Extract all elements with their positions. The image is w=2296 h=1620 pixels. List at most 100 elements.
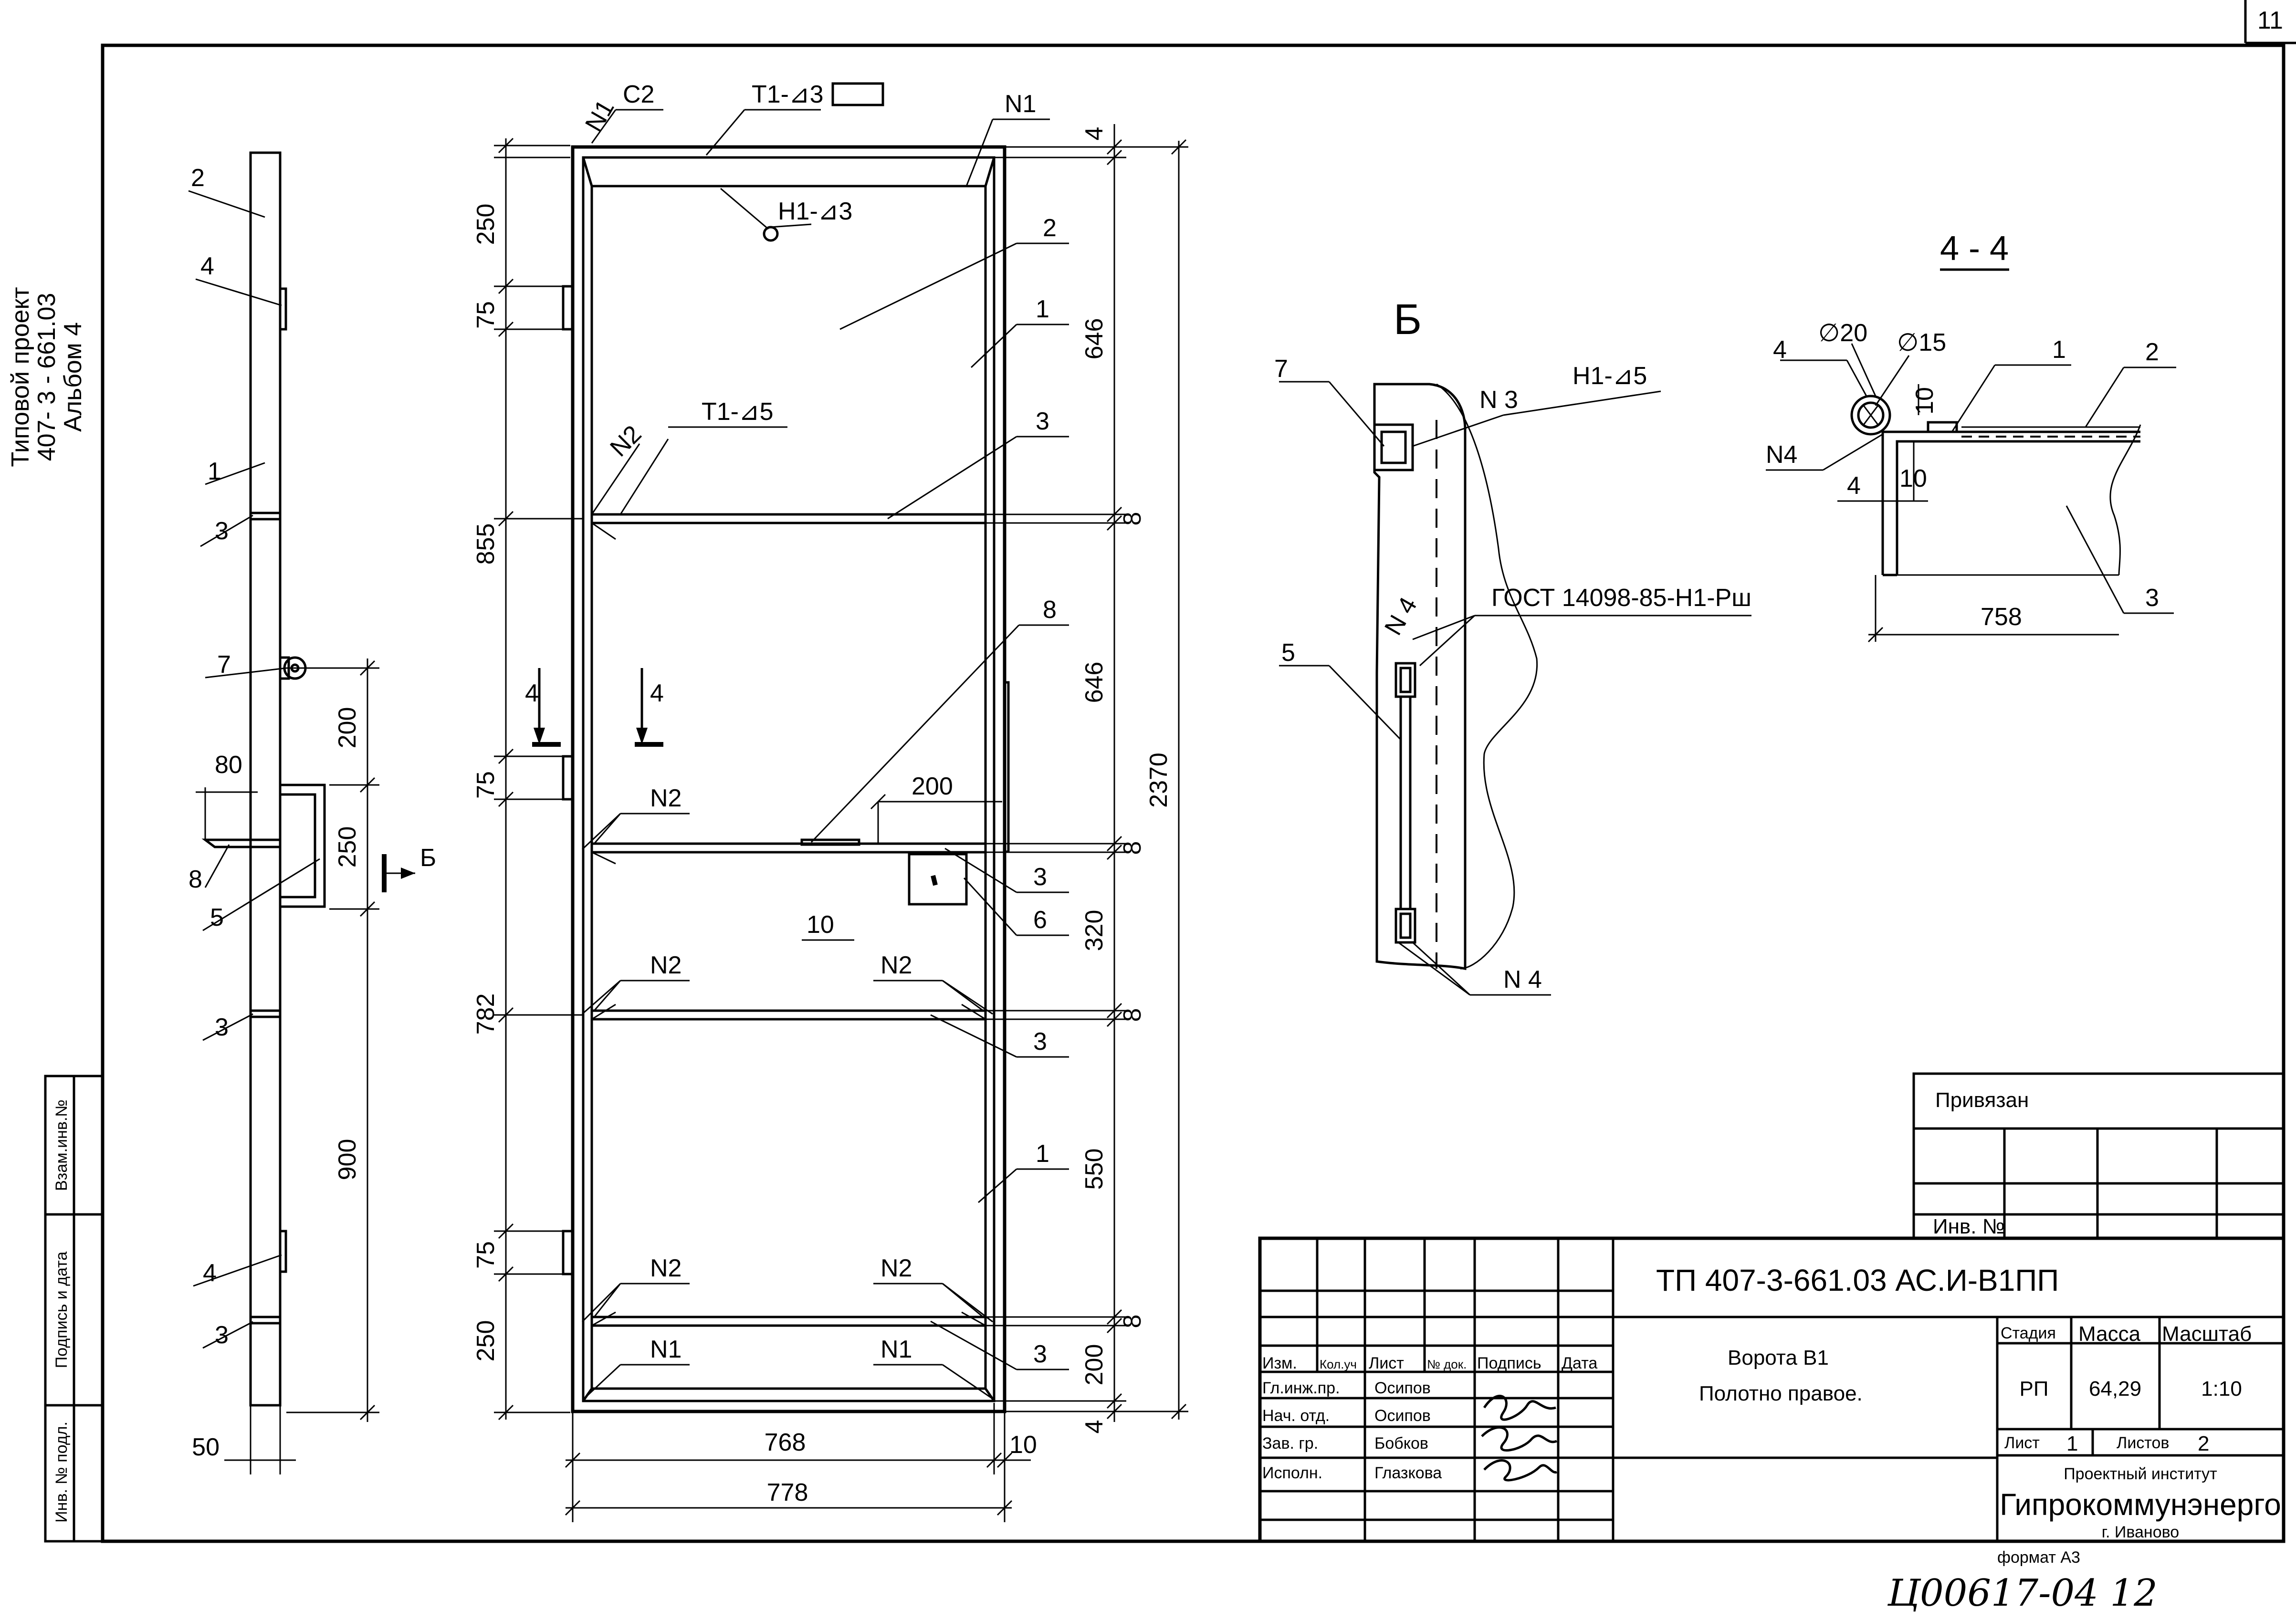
front-label-c2: С2 (623, 81, 654, 108)
side-label-50: 50 (192, 1433, 220, 1461)
tb-scale-label: Масштаб (2162, 1322, 2252, 1346)
side-label-5: 5 (210, 904, 224, 931)
tb-scale: 1:10 (2201, 1377, 2242, 1401)
section-4-4: 4 - 4 4 ∅20 ∅15 10 1 2 N4 4 1 (1766, 230, 2176, 643)
dim-right-8d: 8 (1119, 1315, 1146, 1328)
side-view: 200 250 900 50 Б 2 4 1 3 7 80 8 5 3 4 3 (188, 151, 436, 1474)
detail-b-label-7: 7 (1274, 355, 1288, 383)
tb-org-line3: г. Иваново (2102, 1523, 2179, 1541)
front-label-h1: Н1-⊿3 (778, 198, 852, 225)
dim-right-646a: 646 (1080, 318, 1108, 360)
side-label-3b: 3 (215, 1014, 229, 1041)
detail-b-label-gost: ГОСТ 14098-85-Н1-Рш (1491, 584, 1751, 612)
front-label-2: 2 (1043, 214, 1057, 242)
front-label-n2c: N2 (650, 951, 681, 979)
front-label-n2a: N2 (605, 420, 647, 462)
binding-inv: Инв. № (1933, 1215, 2005, 1238)
front-label-1a: 1 (1036, 295, 1049, 323)
side-label-3a: 3 (215, 517, 229, 545)
front-label-10: 10 (807, 911, 834, 939)
tb-role-3: Зав. гр. (1262, 1434, 1318, 1453)
tb-name-line1: Ворота В1 (1728, 1346, 1829, 1369)
front-label-3c: 3 (1033, 1028, 1047, 1056)
section-44-label-d15: ∅15 (1897, 329, 1946, 356)
section-44-label-1: 1 (2052, 336, 2066, 364)
side-text-line3: Альбом 4 (59, 322, 87, 432)
detail-b: Б 7 N 3 Н1-⊿5 ГОСТ 14098-85-Н1-Рш N 4 5 … (1274, 296, 1751, 996)
dim-bottom-778: 778 (767, 1479, 808, 1506)
tb-org-line1: Проектный институт (2064, 1465, 2217, 1483)
side-label-80: 80 (215, 751, 242, 779)
dim-left-782: 782 (472, 993, 500, 1035)
title-block: Изм. Кол.уч Лист № док. Подпись Дата Гл.… (1258, 1236, 2286, 1543)
dim-left-250a: 250 (472, 204, 500, 245)
detail-b-label-5: 5 (1281, 639, 1295, 667)
tb-head-izm: Изм. (1262, 1354, 1297, 1372)
section-44-label-10b: 10 (1899, 465, 1927, 492)
detail-b-title: Б (1394, 296, 1422, 344)
front-label-3d: 3 (1033, 1340, 1047, 1368)
stamp-inv-vzam: Взам.инв.№ (52, 1099, 71, 1191)
binding-box: Привязан Инв. № (1912, 1072, 2285, 1240)
side-section-mark: Б (420, 844, 436, 872)
binding-title: Привязан (1935, 1088, 2029, 1112)
section-44-label-n4: N4 (1766, 441, 1797, 469)
front-label-6: 6 (1033, 906, 1047, 934)
tb-head-podpis: Подпись (1477, 1354, 1541, 1372)
front-label-n1a: N1 (580, 95, 619, 136)
format-label: формат А3 (1997, 1548, 2080, 1567)
tb-sheet-label: Лист (2004, 1434, 2040, 1452)
front-label-200: 200 (912, 773, 953, 800)
tb-stage-label: Стадия (2001, 1324, 2056, 1342)
left-stamp: Взам.инв.№ Подпись и дата Инв. № подл. (44, 1075, 104, 1543)
front-label-n1d: N1 (881, 1336, 912, 1363)
dim-right-8b: 8 (1119, 841, 1146, 855)
tb-role-4: Исполн. (1262, 1464, 1322, 1482)
tb-sheets-label: Листов (2117, 1434, 2169, 1452)
dim-right-646b: 646 (1080, 662, 1108, 703)
front-label-n1b: N1 (1005, 90, 1036, 118)
tb-name-1: Осипов (1374, 1379, 1431, 1397)
dim-side-900: 900 (334, 1139, 361, 1181)
side-label-3c: 3 (215, 1321, 229, 1349)
signatures (1481, 1395, 1558, 1482)
tb-doc-code: ТП 407-3-661.03 АС.И-В1ПП (1656, 1263, 2059, 1297)
dim-right-200: 200 (1080, 1344, 1108, 1386)
section-44-label-4b: 4 (1847, 472, 1861, 500)
stamp-inv-orig: Инв. № подл. (52, 1421, 71, 1523)
dim-left-75c: 75 (472, 1241, 500, 1269)
corner-number: 11 (2257, 7, 2283, 34)
dim-left-855: 855 (472, 523, 500, 565)
front-label-8: 8 (1043, 596, 1057, 624)
front-label-1b: 1 (1036, 1140, 1049, 1168)
section-44-title: 4 - 4 (1940, 230, 2009, 268)
tb-head-data: Дата (1562, 1354, 1597, 1372)
section-mark-b: 4 (650, 679, 664, 707)
tb-name-4: Глазкова (1374, 1464, 1442, 1482)
detail-b-label-n3: N 3 (1479, 386, 1518, 414)
side-label-7: 7 (217, 651, 231, 679)
front-label-n1c: N1 (650, 1336, 681, 1363)
dim-overall-2370: 2370 (1145, 753, 1173, 808)
tb-org-line2: Гипрокоммунэнерго (2000, 1487, 2281, 1522)
stamp-sign-date: Подпись и дата (52, 1252, 71, 1369)
section-44-label-4: 4 (1773, 336, 1787, 364)
dim-left-75b: 75 (472, 771, 500, 799)
side-label-8: 8 (189, 866, 202, 893)
side-label-4b: 4 (203, 1259, 217, 1287)
dim-left-75a: 75 (472, 301, 500, 329)
dim-right-550: 550 (1080, 1149, 1108, 1190)
drawing-frame (101, 43, 2286, 1543)
side-label-2: 2 (191, 164, 205, 192)
front-label-t1-5: Т1-⊿5 (702, 398, 774, 426)
dim-right-8c: 8 (1119, 1008, 1146, 1022)
side-text-line2: 407- 3 - 661.03 (33, 293, 61, 461)
side-text-line1: Типовой проект (7, 287, 34, 467)
front-label-n2f: N2 (881, 1254, 912, 1282)
front-label-3b: 3 (1033, 863, 1047, 891)
dim-right-8a: 8 (1119, 512, 1146, 526)
tb-role-1: Гл.инж.пр. (1262, 1379, 1340, 1397)
tb-head-list: Лист (1369, 1354, 1404, 1372)
section-44-label-2: 2 (2145, 338, 2159, 366)
